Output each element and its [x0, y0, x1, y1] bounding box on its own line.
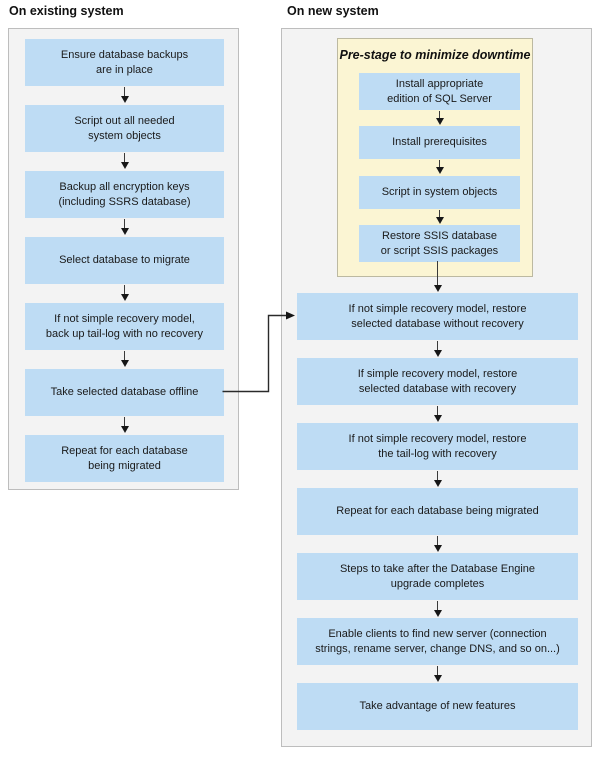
- new-system-title: On new system: [287, 4, 379, 18]
- new-system-panel: Pre-stage to minimize downtime Install a…: [281, 28, 592, 747]
- flow-node-tail-log-backup: If not simple recovery model, back up ta…: [25, 303, 224, 350]
- arrow-down-icon: [119, 87, 130, 103]
- prestage-group: Pre-stage to minimize downtime Install a…: [337, 38, 533, 277]
- flow-node-ensure-backups: Ensure database backups are in place: [25, 39, 224, 86]
- existing-system-title: On existing system: [9, 4, 124, 18]
- flow-node-restore-tail-log: If not simple recovery model, restore th…: [297, 423, 578, 470]
- flow-node-restore-without-recovery: If not simple recovery model, restore se…: [297, 293, 578, 340]
- existing-system-panel: Ensure database backups are in place Scr…: [8, 28, 239, 490]
- arrow-down-icon: [434, 210, 445, 224]
- flow-node-take-offline: Take selected database offline: [25, 369, 224, 416]
- arrow-down-icon: [432, 471, 443, 487]
- arrow-down-icon: [119, 417, 130, 433]
- flow-node-enable-clients: Enable clients to find new server (conne…: [297, 618, 578, 665]
- arrow-down-icon: [432, 666, 443, 682]
- flow-node-repeat-new: Repeat for each database being migrated: [297, 488, 578, 535]
- arrow-down-icon: [434, 111, 445, 125]
- flow-node-backup-encryption-keys: Backup all encryption keys (including SS…: [25, 171, 224, 218]
- prestage-title: Pre-stage to minimize downtime: [339, 48, 531, 62]
- arrow-down-icon: [434, 160, 445, 174]
- elbow-connector-arrow-icon: [222, 311, 295, 393]
- arrow-down-icon: [432, 341, 443, 357]
- arrow-down-icon: [432, 601, 443, 617]
- arrow-down-icon: [119, 351, 130, 367]
- arrow-down-icon: [119, 153, 130, 169]
- arrow-down-icon: [432, 406, 443, 422]
- arrow-down-icon: [432, 261, 443, 292]
- arrow-down-icon: [432, 536, 443, 552]
- flow-node-script-in-system-objects: Script in system objects: [359, 176, 520, 209]
- flow-node-restore-ssis: Restore SSIS database or script SSIS pac…: [359, 225, 520, 262]
- arrow-down-icon: [119, 219, 130, 235]
- arrow-down-icon: [119, 285, 130, 301]
- flow-node-script-system-objects: Script out all needed system objects: [25, 105, 224, 152]
- flow-node-repeat-existing: Repeat for each database being migrated: [25, 435, 224, 482]
- flow-node-new-features: Take advantage of new features: [297, 683, 578, 730]
- flow-node-install-sql-server: Install appropriate edition of SQL Serve…: [359, 73, 520, 110]
- flow-node-select-database: Select database to migrate: [25, 237, 224, 284]
- flow-node-post-upgrade-steps: Steps to take after the Database Engine …: [297, 553, 578, 600]
- flow-node-restore-with-recovery: If simple recovery model, restore select…: [297, 358, 578, 405]
- flow-node-install-prerequisites: Install prerequisites: [359, 126, 520, 159]
